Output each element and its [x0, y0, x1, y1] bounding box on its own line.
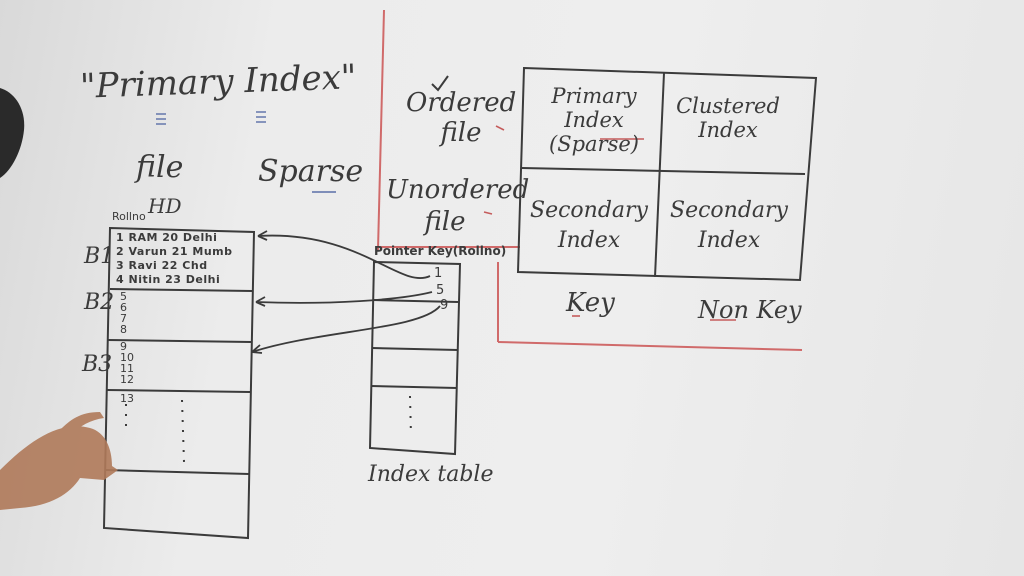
- cell-secondary-index-nonkey: Secondary Index: [664, 196, 794, 256]
- block2-number: 8: [120, 323, 127, 336]
- block-label-b2: B2: [84, 290, 115, 315]
- index-entry: 9: [440, 298, 449, 313]
- cell-secondary-index-key: Secondary Index: [524, 196, 654, 256]
- red-vertical-line: [377, 9, 385, 251]
- index-table-box: [368, 260, 462, 456]
- block-label-b1: B1: [84, 244, 115, 269]
- index-table-header: Pointer Key(Rollno): [374, 244, 507, 258]
- check-mark: [431, 75, 449, 92]
- cell-line: Secondary: [530, 198, 648, 223]
- row-label-unordered-file: Unordered file: [386, 175, 530, 237]
- cell-primary-index: Primary Index (Sparse): [534, 84, 654, 156]
- block3-number: 10: [120, 351, 134, 364]
- red-horizontal-line-bottom: [497, 341, 803, 351]
- data-file-header: HD: [148, 194, 182, 218]
- cell-line: Primary: [551, 84, 637, 108]
- index-table-caption: Index table: [368, 462, 494, 487]
- cell-line: Clustered: [676, 94, 780, 118]
- index-entry: 1: [434, 266, 443, 281]
- subtitle-sparse: Sparse: [258, 154, 364, 189]
- cell-line: (Sparse): [549, 132, 639, 156]
- title-underline-marks: [156, 111, 336, 193]
- block4-number: 13: [120, 392, 134, 405]
- data-file-header-small: Rollno: [112, 210, 146, 223]
- block3-number: 12: [120, 373, 134, 386]
- data-file-box: [102, 226, 256, 540]
- column-label-non-key: Non Key: [698, 296, 802, 324]
- block2-number: 6: [120, 301, 127, 314]
- record-row: 1 RAM 20 Delhi: [116, 231, 218, 244]
- cell-line: Secondary: [670, 198, 788, 223]
- presenter-head-edge: [0, 88, 25, 178]
- subtitle-file: file: [136, 150, 184, 185]
- cell-clustered-index: Clustered Index: [668, 94, 788, 142]
- block2-number: 7: [120, 312, 127, 325]
- block3-number: 11: [120, 362, 134, 375]
- block-label-b3: B3: [82, 352, 113, 377]
- record-row: 2 Varun 21 Mumb: [116, 245, 233, 258]
- cell-line: Index: [697, 228, 761, 253]
- column-label-key: Key: [566, 288, 615, 318]
- cell-line: Index: [698, 118, 758, 142]
- block3-number: 9: [120, 340, 127, 353]
- red-accents: [483, 125, 736, 321]
- record-row: 4 Nitin 23 Delhi: [116, 273, 221, 286]
- cell-line: Index: [557, 228, 621, 253]
- index-entry: 5: [436, 283, 445, 298]
- presenter-hand: [0, 412, 118, 510]
- dotted-continuation: [125, 395, 412, 463]
- record-row: 3 Ravi 22 Chd: [116, 259, 208, 272]
- classification-grid: [516, 66, 818, 282]
- cell-line: Index: [564, 108, 624, 132]
- pointer-arrows: [251, 230, 441, 354]
- block2-number: 5: [120, 290, 127, 303]
- row-label-ordered-file: Ordered file: [406, 88, 517, 148]
